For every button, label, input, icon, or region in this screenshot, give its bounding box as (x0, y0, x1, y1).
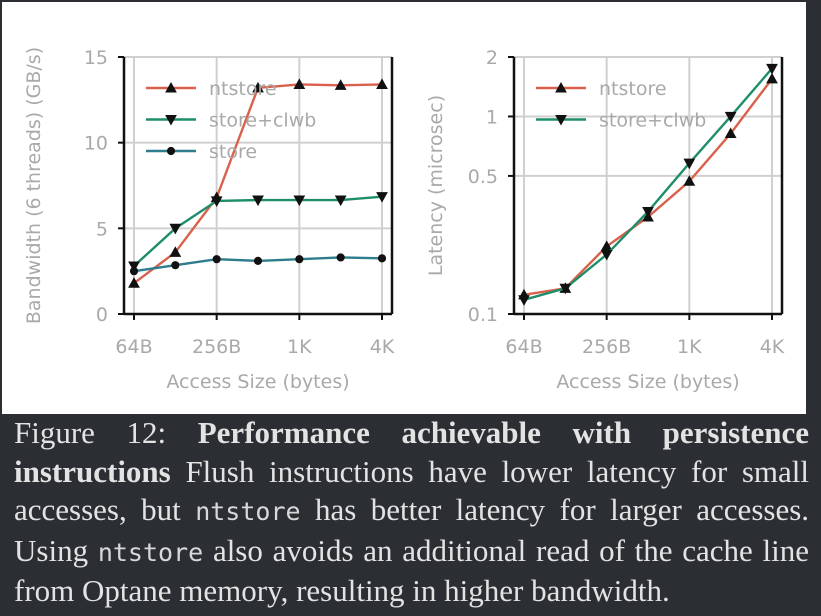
caption-text-3: also avoids an additional read of the ca… (14, 532, 810, 609)
latency-series-store-clwb-point (559, 283, 572, 295)
bandwidth-ytick-label: 0 (96, 304, 108, 326)
bandwidth-legend-marker (165, 114, 177, 126)
bandwidth-legend-marker (165, 81, 177, 93)
bandwidth-xlabel: Access Size (bytes) (166, 371, 349, 393)
bandwidth-series-store-point (295, 255, 304, 264)
latency-xlabel: Access Size (bytes) (556, 371, 739, 393)
latency-series-store-clwb-point (683, 158, 696, 170)
bandwidth-series-store-clwb-point (252, 195, 264, 207)
bandwidth-series-store-clwb-point (293, 195, 306, 207)
bandwidth-series-store-point (212, 255, 221, 264)
latency-series-ntstore-point (724, 127, 737, 139)
bandwidth-xtick-label: 1K (287, 336, 312, 358)
bandwidth-legend-label: store (209, 141, 257, 163)
latency-xtick-label: 256B (582, 336, 631, 358)
bandwidth-xtick-label: 4K (370, 336, 395, 358)
latency-series-store-clwb-point (642, 207, 654, 218)
caption-code-ntstore-2: ntstore (97, 537, 204, 567)
caption-text-2: has better latency for larger accesses. … (14, 492, 810, 568)
latency-ytick-label: 1 (486, 106, 498, 128)
bandwidth-legend-marker (166, 146, 176, 156)
latency-series-store-clwb-point (600, 249, 613, 261)
latency-xtick-label: 4K (760, 336, 785, 358)
bandwidth-series-store-clwb-point (334, 195, 347, 207)
caption-bold-title: Performance achievable with persistence … (14, 415, 809, 489)
latency-series-store-clwb-point (766, 63, 778, 75)
latency-legend-marker (555, 114, 567, 126)
bandwidth-legend-label: store+clwb (209, 110, 316, 132)
latency-ylabel: Latency (microsec) (425, 95, 447, 276)
figure-label: Figure 12: (14, 415, 167, 450)
latency-series-store-clwb-point (724, 111, 737, 123)
bandwidth-series-ntstore-point (293, 78, 306, 89)
latency-ytick-label: 0.5 (468, 166, 498, 188)
latency-xtick-label: 1K (677, 336, 702, 358)
latency-series-ntstore-point (683, 175, 696, 186)
bandwidth-series-store-point (171, 261, 180, 270)
latency-series-store-clwb-line (523, 67, 773, 301)
bandwidth-series-store-clwb-point (376, 192, 388, 203)
bandwidth-series-ntstore-point (334, 79, 347, 90)
bandwidth-ytick-label: 10 (84, 133, 108, 155)
bandwidth-legend-label: ntstore (209, 78, 277, 100)
latency-legend-marker (555, 81, 567, 93)
caption-text-1: Flush instructions have lower latency fo… (14, 453, 810, 528)
bandwidth-series-ntstore-point (252, 81, 264, 93)
figure-caption: Figure 12: Performance achievable with p… (14, 414, 809, 611)
bandwidth-ytick-label: 5 (96, 218, 108, 240)
bandwidth-series-store-point (253, 256, 263, 265)
bandwidth-ylabel: Bandwidth (6 threads) (GB/s) (23, 47, 45, 324)
bandwidth-xtick-label: 64B (115, 336, 152, 358)
bandwidth-series-store-clwb-point (210, 196, 223, 207)
bandwidth-series-store-clwb-point (128, 261, 140, 273)
latency-series-ntstore-point (766, 72, 778, 84)
bandwidth-series-ntstore-point (169, 246, 182, 257)
latency-ytick-label: 2 (486, 47, 498, 69)
bandwidth-series-store-clwb-point (169, 223, 182, 235)
bandwidth-series-store-point (129, 267, 139, 276)
latency-series-store-clwb-point (518, 295, 530, 306)
latency-xtick-label: 64B (505, 336, 542, 358)
caption-code-ntstore-1: ntstore (195, 497, 301, 526)
latency-legend-label: ntstore (599, 78, 667, 100)
latency-legend-label: store+clwb (599, 110, 706, 132)
bandwidth-ytick-label: 15 (84, 47, 108, 69)
bandwidth-xtick-label: 256B (192, 336, 241, 358)
bandwidth-series-ntstore-point (376, 78, 388, 89)
bandwidth-series-ntstore-point (128, 277, 140, 288)
bandwidth-series-store-point (377, 254, 387, 263)
bandwidth-series-store-point (336, 253, 345, 262)
latency-ytick-label: 0.1 (468, 304, 498, 326)
